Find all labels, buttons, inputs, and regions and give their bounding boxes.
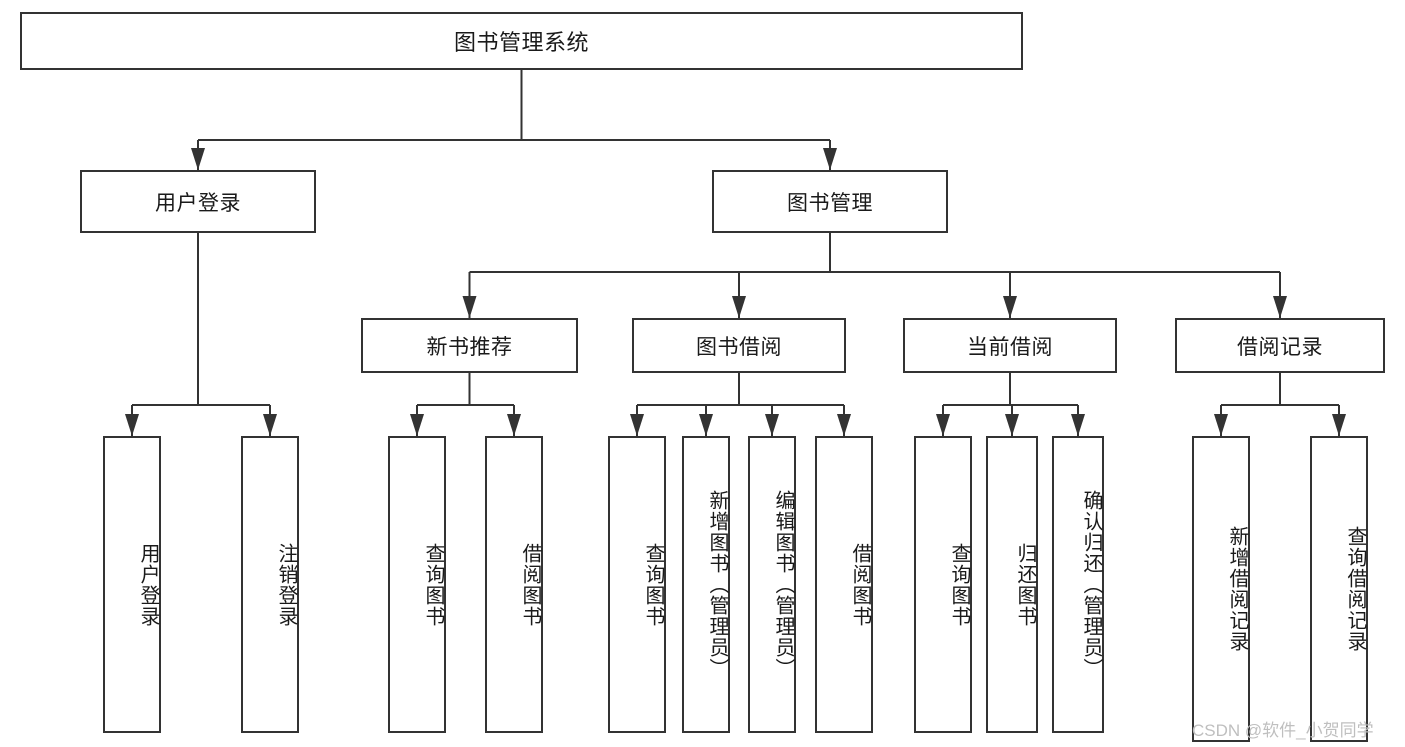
node-borrow-edit-book[interactable]: 编辑图书（管理员） (748, 436, 796, 733)
node-label: 新增借阅记录 (1226, 526, 1248, 652)
node-label: 编辑图书（管理员） (772, 490, 794, 679)
node-label: 查询图书 (422, 542, 444, 627)
node-recommend-borrow-book[interactable]: 借阅图书 (485, 436, 543, 733)
node-borrow-records[interactable]: 借阅记录 (1175, 318, 1385, 373)
node-label: 借阅图书 (519, 542, 541, 627)
node-new-book-recommend[interactable]: 新书推荐 (361, 318, 578, 373)
node-label: 查询图书 (948, 542, 970, 627)
node-current-return-book[interactable]: 归还图书 (986, 436, 1038, 733)
node-borrow-query-book[interactable]: 查询图书 (608, 436, 666, 733)
node-label: 图书管理 (787, 191, 873, 215)
node-label: 借阅记录 (1237, 335, 1323, 359)
node-label: 新增图书（管理员） (706, 490, 728, 679)
node-current-confirm-return[interactable]: 确认归还（管理员） (1052, 436, 1104, 733)
node-current-borrow[interactable]: 当前借阅 (903, 318, 1117, 373)
node-root[interactable]: 图书管理系统 (20, 12, 1023, 70)
node-recommend-query-book[interactable]: 查询图书 (388, 436, 446, 733)
node-label: 归还图书 (1014, 542, 1036, 627)
node-book-management[interactable]: 图书管理 (712, 170, 948, 233)
node-current-query-book[interactable]: 查询图书 (914, 436, 972, 733)
node-label: 查询借阅记录 (1344, 526, 1366, 652)
node-borrow-add-book[interactable]: 新增图书（管理员） (682, 436, 730, 733)
node-borrow-borrow-book[interactable]: 借阅图书 (815, 436, 873, 733)
node-label: 借阅图书 (849, 542, 871, 627)
node-book-borrow[interactable]: 图书借阅 (632, 318, 846, 373)
node-label: 确认归还（管理员） (1080, 490, 1102, 679)
node-label: 注销登录 (275, 542, 297, 627)
node-records-add[interactable]: 新增借阅记录 (1192, 436, 1250, 742)
node-label: 新书推荐 (426, 335, 513, 359)
node-label: 当前借阅 (967, 335, 1053, 359)
node-label: 用户登录 (137, 542, 159, 627)
node-user-login[interactable]: 用户登录 (80, 170, 316, 233)
node-label: 查询图书 (642, 542, 664, 627)
node-label: 用户登录 (155, 191, 241, 215)
node-records-query[interactable]: 查询借阅记录 (1310, 436, 1368, 742)
node-label: 图书借阅 (696, 335, 782, 359)
node-user-logout[interactable]: 注销登录 (241, 436, 299, 733)
node-label: 图书管理系统 (453, 30, 589, 55)
node-user-login-do[interactable]: 用户登录 (103, 436, 161, 733)
